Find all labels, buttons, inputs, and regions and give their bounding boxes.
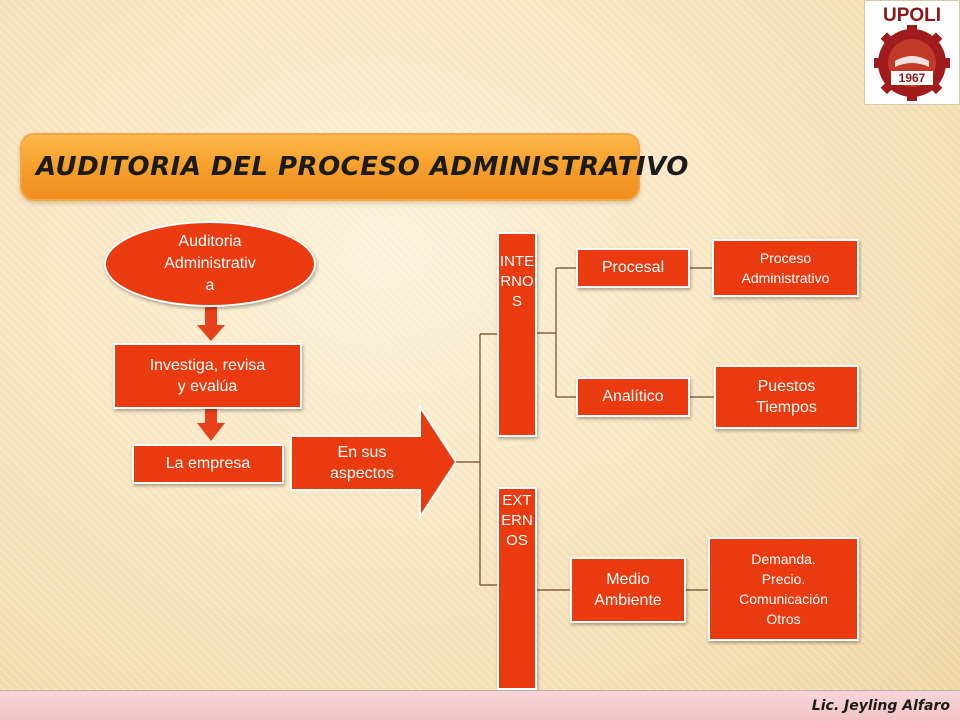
- aspectos-label: En sus aspectos: [329, 444, 395, 482]
- aspectos-label-wrap: En sus aspectos: [300, 436, 424, 490]
- medio-ambiente-label: Medio Ambiente: [594, 571, 662, 609]
- proceso-administrativo-label: Proceso Administrativo: [741, 250, 830, 286]
- auditoria-administrativa-node: Auditoria Administrativ a: [104, 221, 316, 307]
- down-arrow-head-1: [197, 325, 225, 341]
- title-bar: AUDITORIA DEL PROCESO ADMINISTRATIVO: [20, 133, 688, 201]
- down-arrow-shaft-2: [205, 409, 217, 425]
- down-arrow-head-2: [197, 423, 225, 441]
- externos-label: EXTERNOS: [501, 492, 533, 549]
- puestos-tiempos-node: Puestos Tiempos: [714, 365, 859, 429]
- la-empresa-node: La empresa: [132, 444, 284, 484]
- procesal-node: Procesal: [576, 248, 690, 288]
- externos-node: EXTERNOS: [497, 487, 537, 690]
- bracket-aspectos: [456, 333, 498, 586]
- puestos-tiempos-label: Puestos Tiempos: [756, 378, 817, 416]
- proceso-administrativo-node: Proceso Administrativo: [712, 239, 859, 297]
- auditoria-administrativa-label: Auditoria Administrativ a: [164, 233, 256, 294]
- logo-text: UPOLI: [883, 5, 941, 26]
- internos-label: INTERNOS: [499, 253, 535, 310]
- medio-ambiente-node: Medio Ambiente: [570, 557, 686, 623]
- bracket-internos: [536, 267, 576, 398]
- investiga-node: Investiga, revisa y evalúa: [113, 343, 302, 409]
- page-title: AUDITORIA DEL PROCESO ADMINISTRATIVO: [36, 152, 689, 182]
- demanda-node: Demanda. Precio. Comunicación Otros: [708, 537, 859, 641]
- aspectos-arrow-shape: [290, 403, 458, 521]
- demanda-label: Demanda. Precio. Comunicación Otros: [739, 551, 828, 627]
- down-arrow-shaft-1: [205, 306, 217, 326]
- analitico-node: Analítico: [576, 377, 690, 417]
- upoli-logo: UPOLI 1967: [864, 0, 960, 105]
- analitico-label: Analítico: [602, 388, 664, 405]
- internos-node: INTERNOS: [497, 232, 537, 437]
- investiga-label: Investiga, revisa y evalúa: [149, 357, 266, 395]
- author-credit: Lic. Jeyling Alfaro: [811, 698, 950, 714]
- logo-year: 1967: [899, 71, 926, 85]
- procesal-label: Procesal: [601, 259, 665, 276]
- la-empresa-label: La empresa: [165, 455, 251, 472]
- gear-seal-icon: UPOLI 1967: [874, 5, 950, 101]
- footer-bar: Lic. Jeyling Alfaro: [0, 690, 960, 721]
